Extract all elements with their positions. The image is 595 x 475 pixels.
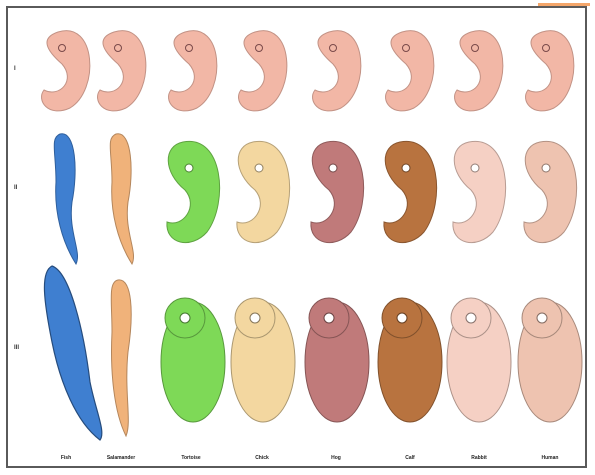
embryo-stage2-rabbit-eye bbox=[471, 164, 479, 172]
embryo-stage1-rabbit bbox=[455, 31, 503, 111]
embryo-stage3-salamander bbox=[111, 280, 131, 436]
species-label-hog: Hog bbox=[304, 455, 368, 461]
embryo-stage3-chick-eye bbox=[250, 313, 260, 323]
stage-label-3: III bbox=[14, 345, 19, 351]
embryo-stage2-tortoise bbox=[167, 141, 220, 242]
species-label-tortoise: Tortoise bbox=[159, 455, 223, 461]
species-label-chick: Chick bbox=[230, 455, 294, 461]
embryo-stage1-tortoise bbox=[169, 31, 217, 111]
embryo-stage3-rabbit-eye bbox=[466, 313, 476, 323]
stage-label-2: II bbox=[14, 185, 17, 191]
embryo-stage1-chick bbox=[239, 31, 287, 111]
embryo-stage2-tortoise-eye bbox=[185, 164, 193, 172]
embryo-stage2-calf bbox=[384, 141, 437, 242]
embryo-stage2-human bbox=[524, 141, 577, 242]
embryo-stage1-hog bbox=[313, 31, 361, 111]
stage-label-1: I bbox=[14, 66, 16, 72]
embryo-stage2-salamander bbox=[110, 134, 133, 264]
embryo-stage1-calf bbox=[386, 31, 434, 111]
embryo-stage3-calf-eye bbox=[397, 313, 407, 323]
embryo-stage2-rabbit bbox=[453, 141, 506, 242]
species-label-human: Human bbox=[518, 455, 582, 461]
embryo-stage2-fish bbox=[54, 134, 77, 264]
embryo-stage1-salamander bbox=[98, 31, 146, 111]
embryo-stage2-chick bbox=[237, 141, 290, 242]
embryo-stage1-fish bbox=[42, 31, 90, 111]
embryo-stage3-human-eye bbox=[537, 313, 547, 323]
embryo-stage3-tortoise-eye bbox=[180, 313, 190, 323]
embryo-stage2-human-eye bbox=[542, 164, 550, 172]
species-label-rabbit: Rabbit bbox=[447, 455, 511, 461]
embryo-stage2-calf-eye bbox=[402, 164, 410, 172]
embryo-stage3-fish bbox=[44, 266, 101, 440]
embryo-stage2-hog-eye bbox=[329, 164, 337, 172]
species-label-calf: Calf bbox=[378, 455, 442, 461]
embryo-stage1-human bbox=[526, 31, 574, 111]
embryo-stage3-hog-eye bbox=[324, 313, 334, 323]
species-label-salamander: Salamander bbox=[89, 455, 153, 461]
embryo-stage2-chick-eye bbox=[255, 164, 263, 172]
embryo-stage2-hog bbox=[311, 141, 364, 242]
